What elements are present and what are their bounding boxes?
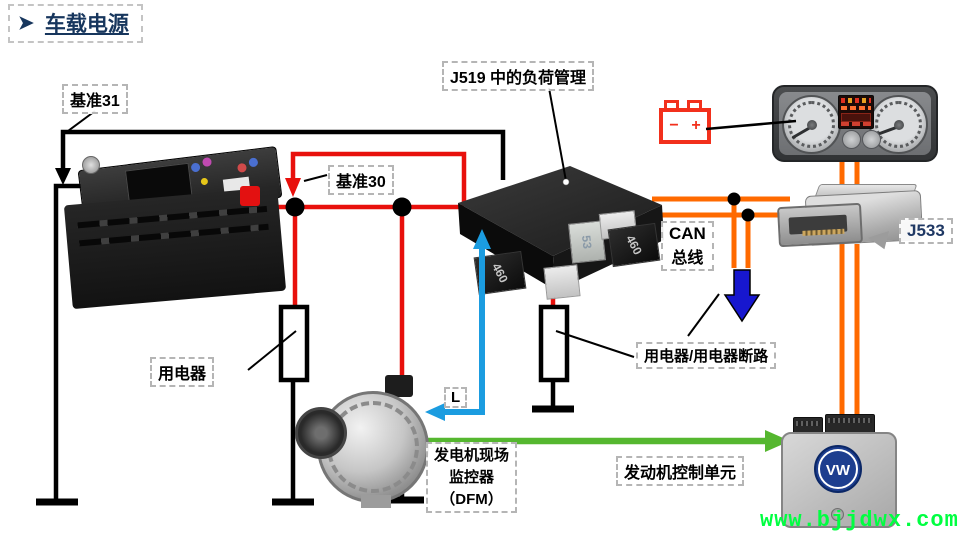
leader-battery-icon bbox=[705, 119, 797, 131]
vw-logo-disc bbox=[814, 445, 862, 493]
red-down-arrowhead bbox=[285, 178, 301, 197]
vw-logo: VW bbox=[813, 444, 863, 494]
gauge-hub bbox=[806, 119, 817, 130]
ecu-screw bbox=[831, 508, 844, 521]
wire-terminal31 bbox=[60, 129, 506, 180]
leader-consumer-break-b bbox=[687, 293, 720, 337]
generator-pulley bbox=[295, 407, 347, 459]
battery-positive-terminal bbox=[240, 186, 260, 206]
consumer-resistor bbox=[278, 304, 310, 383]
label-dfm: 发电机现场 监控器 （DFM） bbox=[426, 442, 518, 514]
label-j533: J533 bbox=[899, 218, 953, 244]
leader-consumer bbox=[247, 330, 297, 371]
label-ref31: 基准31 bbox=[62, 84, 128, 114]
generator-mount bbox=[361, 495, 391, 508]
leader-lines bbox=[67, 110, 720, 371]
leader-ref31 bbox=[67, 110, 96, 132]
label-j519: J519 中的负荷管理 bbox=[442, 61, 595, 91]
label-terminal-l: L bbox=[444, 387, 468, 408]
fuel-gauge bbox=[842, 130, 861, 149]
black-down-arrowhead bbox=[55, 168, 71, 185]
wire-b-plus-loop bbox=[290, 151, 467, 206]
junction-dot bbox=[392, 197, 412, 217]
can-junction-dot bbox=[741, 208, 755, 222]
battery-icon-body: − + bbox=[659, 108, 711, 144]
battery-warning-icon: − + bbox=[659, 100, 711, 144]
label-consumer: 用电器 bbox=[150, 357, 215, 387]
blue-terminal-l-line bbox=[438, 246, 485, 415]
page-title: ➤ 车载电源 bbox=[8, 4, 143, 43]
orange-can-wires bbox=[652, 152, 860, 426]
plus-sign: + bbox=[691, 117, 701, 134]
title-text: 车载电源 bbox=[44, 13, 129, 36]
vw-logo-ring bbox=[818, 449, 858, 489]
gauge-hub bbox=[893, 119, 904, 130]
battery-negative-post bbox=[82, 156, 100, 174]
l-line-left-arrowhead bbox=[425, 403, 445, 421]
title-arrow-icon: ➤ bbox=[18, 12, 34, 34]
leader-consumer-break-a bbox=[555, 330, 635, 358]
label-consumer-break: 用电器/用电器断路 bbox=[636, 342, 777, 369]
can-junction-dot bbox=[727, 192, 741, 206]
minus-sign: − bbox=[669, 117, 679, 134]
label-can-line2: 总线 bbox=[671, 250, 704, 267]
engine-control-unit-image: VW bbox=[781, 412, 897, 528]
leader-j519-dot bbox=[562, 178, 570, 186]
green-arrowhead bbox=[765, 430, 790, 452]
tachometer-gauge bbox=[782, 95, 841, 154]
label-dfm-line1: 发电机现场 bbox=[434, 447, 510, 464]
label-can-bus: CAN 总线 bbox=[661, 221, 714, 271]
label-dfm-line3: （DFM） bbox=[440, 490, 503, 508]
l-line-up-arrowhead bbox=[473, 229, 491, 249]
vw-logo-letters: VW bbox=[826, 462, 851, 479]
label-ref30: 基准30 bbox=[328, 165, 394, 195]
vw-logo-graphic: VW bbox=[814, 445, 862, 493]
j519-module-image: 53 460 460 bbox=[452, 162, 666, 302]
vehicle-battery-image bbox=[63, 146, 288, 310]
mid-consumer-resistor bbox=[538, 304, 570, 383]
label-can-line1: CAN bbox=[669, 224, 706, 243]
ground-symbols bbox=[36, 405, 574, 506]
junction-dot bbox=[285, 197, 305, 217]
cluster-panel bbox=[779, 92, 931, 155]
leader-j519 bbox=[548, 87, 567, 182]
cluster-display bbox=[838, 95, 874, 129]
watermark-url: www.bjjdwx.com bbox=[760, 508, 959, 533]
instrument-cluster-image bbox=[772, 85, 938, 162]
leader-ref30 bbox=[303, 174, 328, 182]
label-engine-ecu: 发动机控制单元 bbox=[616, 456, 745, 486]
display-row bbox=[841, 106, 871, 110]
temp-gauge bbox=[862, 130, 881, 149]
generator-image bbox=[295, 375, 439, 513]
display-row bbox=[841, 122, 871, 126]
label-dfm-line2: 监控器 bbox=[449, 468, 495, 486]
blue-shutdown-arrow bbox=[723, 269, 761, 323]
generator-b-plus-terminal bbox=[385, 375, 413, 397]
display-row bbox=[841, 113, 871, 122]
display-row bbox=[841, 98, 871, 103]
